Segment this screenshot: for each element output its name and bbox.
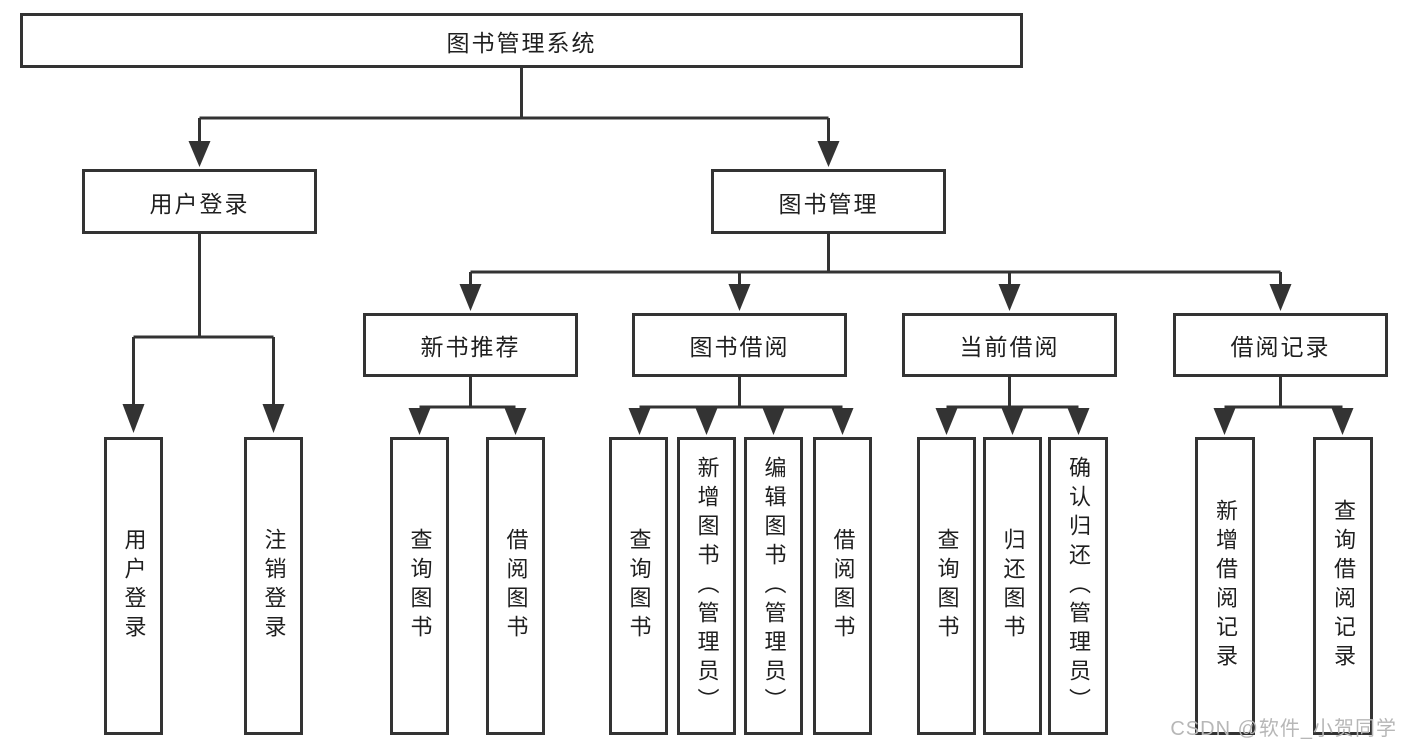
- leaf-add-borrowing-record: 新增借阅记录: [1195, 437, 1255, 735]
- leaf-query-books-current: 查询图书: [917, 437, 976, 735]
- connector-borrowing-records-branch: [1213, 377, 1354, 435]
- node-book-management: 图书管理: [711, 169, 946, 234]
- leaf-confirm-return-admin: 确认归还（管理员）: [1048, 437, 1108, 735]
- leaf-add-books-admin: 新增图书（管理员）: [677, 437, 736, 735]
- leaf-return-books: 归还图书: [983, 437, 1042, 735]
- connector-user-login-branch: [122, 234, 285, 433]
- connector-book-borrowing-branch: [628, 377, 854, 435]
- connector-current-borrowing-branch: [935, 377, 1090, 435]
- node-user-login: 用户登录: [82, 169, 317, 234]
- leaf-query-books-recommendation: 查询图书: [390, 437, 449, 735]
- node-current-borrowing: 当前借阅: [902, 313, 1117, 377]
- leaf-user-login: 用户登录: [104, 437, 163, 735]
- node-book-borrowing: 图书借阅: [632, 313, 847, 377]
- leaf-query-borrowing-record: 查询借阅记录: [1313, 437, 1373, 735]
- connector-book-management-branch: [459, 234, 1292, 311]
- csdn-watermark: CSDN @软件_小贺同学: [1170, 718, 1397, 740]
- connector-new-book-recommendation-branch: [408, 377, 527, 435]
- node-new-book-recommendation: 新书推荐: [363, 313, 578, 377]
- node-borrowing-records: 借阅记录: [1173, 313, 1388, 377]
- leaf-borrow-books-borrowing: 借阅图书: [813, 437, 872, 735]
- node-library-management-system: 图书管理系统: [20, 13, 1023, 68]
- leaf-query-books-borrowing: 查询图书: [609, 437, 668, 735]
- leaf-edit-books-admin: 编辑图书（管理员）: [744, 437, 803, 735]
- connector-root-to-level2: [188, 68, 840, 167]
- leaf-borrow-books-recommendation: 借阅图书: [486, 437, 545, 735]
- leaf-logout: 注销登录: [244, 437, 303, 735]
